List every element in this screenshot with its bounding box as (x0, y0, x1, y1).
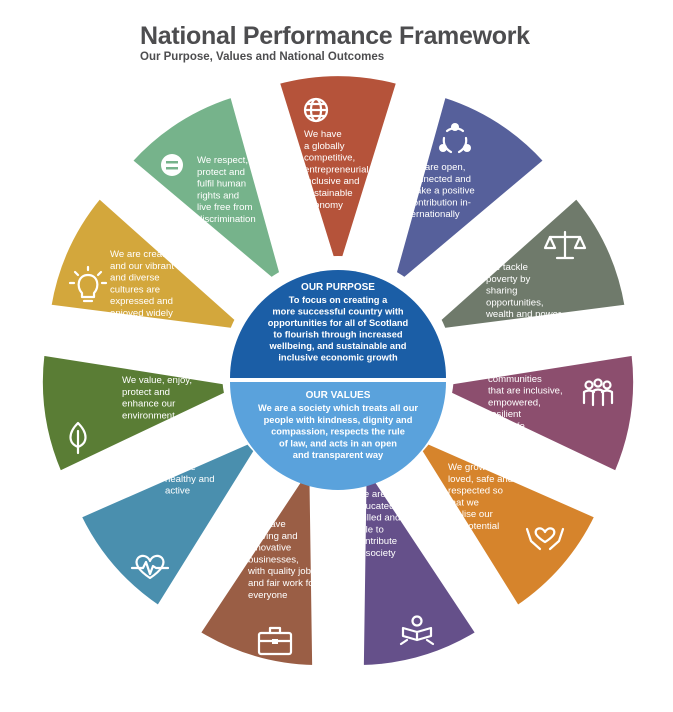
heart-hands-icon (525, 527, 565, 551)
reader-icon (399, 615, 435, 646)
scales-icon (543, 230, 587, 260)
petal-shape (38, 351, 246, 475)
leaf-icon (69, 421, 87, 455)
purpose-half (230, 270, 446, 378)
petal-shape (275, 72, 401, 279)
equality-icon (161, 154, 183, 176)
values-heading: OUR VALUES (306, 390, 371, 401)
lightbulb-icon (68, 265, 108, 303)
petal-shape (359, 461, 480, 670)
petal-shape (407, 432, 599, 610)
page-title: National Performance Framework (140, 22, 530, 50)
petal-shape (430, 351, 638, 475)
petal-shape (128, 93, 289, 295)
page-subtitle: Our Purpose, Values and National Outcome… (140, 51, 385, 63)
purpose-heading: OUR PURPOSE (301, 282, 375, 293)
petal-shape (196, 461, 317, 670)
briefcase-icon (257, 626, 293, 656)
values-half (230, 382, 446, 490)
community-icon (582, 378, 614, 407)
heartbeat-icon (130, 554, 170, 580)
petal-shape (422, 194, 629, 335)
globe-icon (303, 97, 329, 123)
petal-shape (47, 194, 254, 335)
petal-shape (387, 93, 548, 295)
people-circle-icon (439, 123, 471, 154)
petal-shape (77, 432, 269, 610)
